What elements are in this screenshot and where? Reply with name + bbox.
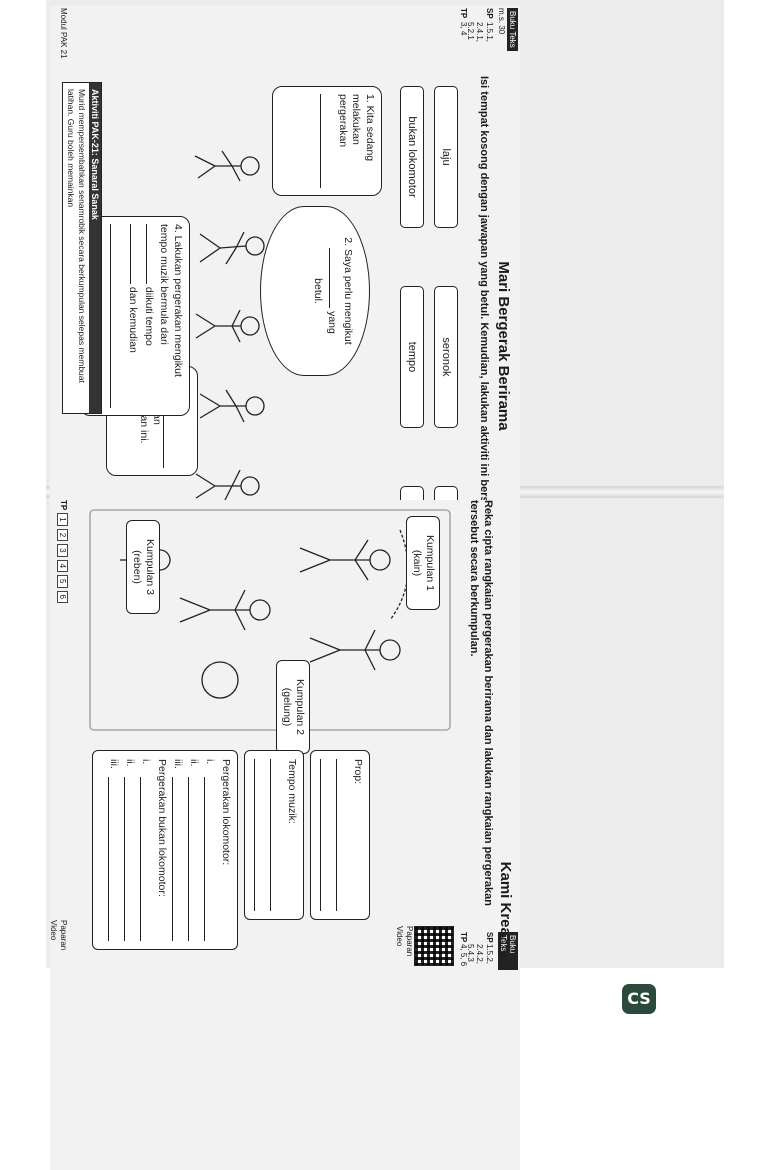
- answer-line[interactable]: [254, 759, 266, 911]
- tempo-panel: Tempo muzik:: [244, 750, 304, 920]
- tp-level-4[interactable]: 4: [57, 559, 68, 573]
- answer-blank[interactable]: [145, 224, 157, 284]
- prop-panel: Prop:: [310, 750, 370, 920]
- answer-blank[interactable]: [329, 248, 341, 309]
- word-box-seronok: seronok: [434, 286, 458, 428]
- question-4-text-c: dan kemudian: [127, 286, 140, 353]
- camscanner-badge: CS: [622, 984, 656, 1014]
- question-2-cloud: 2. Saya perlu mengikut yang betul.: [260, 206, 370, 376]
- roman-i: i.: [204, 759, 216, 765]
- question-1-bubble: 1. Kita sedang melakukan pergerakan: [272, 86, 382, 196]
- answer-line[interactable]: [188, 777, 200, 941]
- non-locomotor-label: Pergerakan bukan lokomotor:: [156, 759, 168, 897]
- tp-level-1[interactable]: 1: [57, 513, 68, 526]
- answer-line[interactable]: [140, 777, 152, 941]
- tp-strip: TP 1 2 3 4 5 6: [57, 500, 68, 603]
- answer-blank[interactable]: [110, 224, 124, 408]
- question-2-text-b: yang: [326, 311, 339, 334]
- tp-level-6[interactable]: 6: [57, 590, 68, 603]
- video-label: Paparan Video: [395, 926, 414, 957]
- movement-panel: Pergerakan lokomotor: i. ii. iii. Perger…: [92, 750, 238, 950]
- roman-ii: ii.: [188, 759, 200, 767]
- answer-line[interactable]: [108, 777, 120, 941]
- footer-tag: Modul PAK 21: [59, 8, 68, 59]
- book-page: m.s. 31: [497, 932, 506, 959]
- answer-blank[interactable]: [130, 224, 142, 284]
- word-box-tempo: tempo: [400, 286, 424, 428]
- sp-values: 1.5.2, 2.4.2, 5.4.3: [465, 944, 494, 965]
- answer-line[interactable]: [204, 777, 216, 941]
- roman-iii: iii.: [172, 759, 184, 769]
- question-4-text-b: diikuti tempo: [142, 286, 155, 346]
- word-box-bukan-lokomotor: bukan lokomotor: [400, 86, 424, 228]
- roman-i: i.: [140, 759, 152, 765]
- tp-strip-label: TP: [59, 500, 68, 511]
- group-3-label: Kumpulan 3 (reben): [125, 520, 160, 614]
- tp-level-5[interactable]: 5: [57, 575, 68, 588]
- group-2-label: Kumpulan 2 (gelung): [275, 660, 310, 754]
- book-page: m.s. 30: [497, 8, 506, 35]
- question-4-text: 4. Lakukan pergerakan mengikut tempo muz…: [158, 224, 184, 377]
- question-2-text: 2. Saya perlu mengikut: [342, 237, 354, 345]
- book-tag: Buku Teks: [507, 8, 518, 51]
- sp-label: SP: [485, 8, 494, 19]
- activity-text: Murid mempersembahkan senamrobik secara …: [66, 89, 87, 383]
- activity-box: Aktiviti PAK-21: Sanaral Sanak Murid mem…: [62, 82, 102, 414]
- question-1-text: 1. Kita sedang melakukan pergerakan: [336, 94, 376, 162]
- question-2-text-c: betul.: [311, 278, 324, 304]
- group-1-label: Kumpulan 1 (kain): [405, 516, 440, 610]
- qr-code-icon[interactable]: [414, 926, 454, 966]
- tp-level-3[interactable]: 3: [57, 544, 68, 557]
- tp-level-2[interactable]: 2: [57, 528, 68, 542]
- tp-values: 4, 5, 6: [459, 944, 468, 967]
- answer-line[interactable]: [124, 777, 136, 941]
- tp-values: 3, 4: [459, 22, 468, 36]
- answer-line[interactable]: [336, 759, 348, 911]
- answer-blank[interactable]: [320, 94, 334, 188]
- answer-line[interactable]: [320, 759, 332, 911]
- sp-values: 1.5.1, 2.4.1, 5.2.1: [465, 22, 494, 43]
- locomotor-label: Pergerakan lokomotor:: [220, 759, 232, 866]
- prop-label: Prop:: [352, 759, 364, 785]
- word-box-laju: laju: [434, 86, 458, 228]
- tp-label: TP: [459, 8, 468, 19]
- roman-iii: iii.: [108, 759, 120, 769]
- instruction: Reka cipta rangkaian pergerakan berirama…: [468, 500, 494, 906]
- tp-label: TP: [459, 932, 468, 943]
- tempo-label: Tempo muzik:: [286, 759, 298, 824]
- page-kami-kreatif: Kami Kreatif Reka cipta rangkaian perger…: [49, 500, 520, 1170]
- sp-label: SP: [485, 932, 494, 943]
- page-title: Kami Kreatif: [497, 861, 514, 950]
- answer-line[interactable]: [270, 759, 282, 911]
- roman-ii: ii.: [124, 759, 136, 767]
- answer-line[interactable]: [172, 777, 184, 941]
- activity-title: Aktiviti PAK-21: Sanaral Sanak: [89, 83, 101, 413]
- footer-tag: Paparan Video: [49, 920, 68, 951]
